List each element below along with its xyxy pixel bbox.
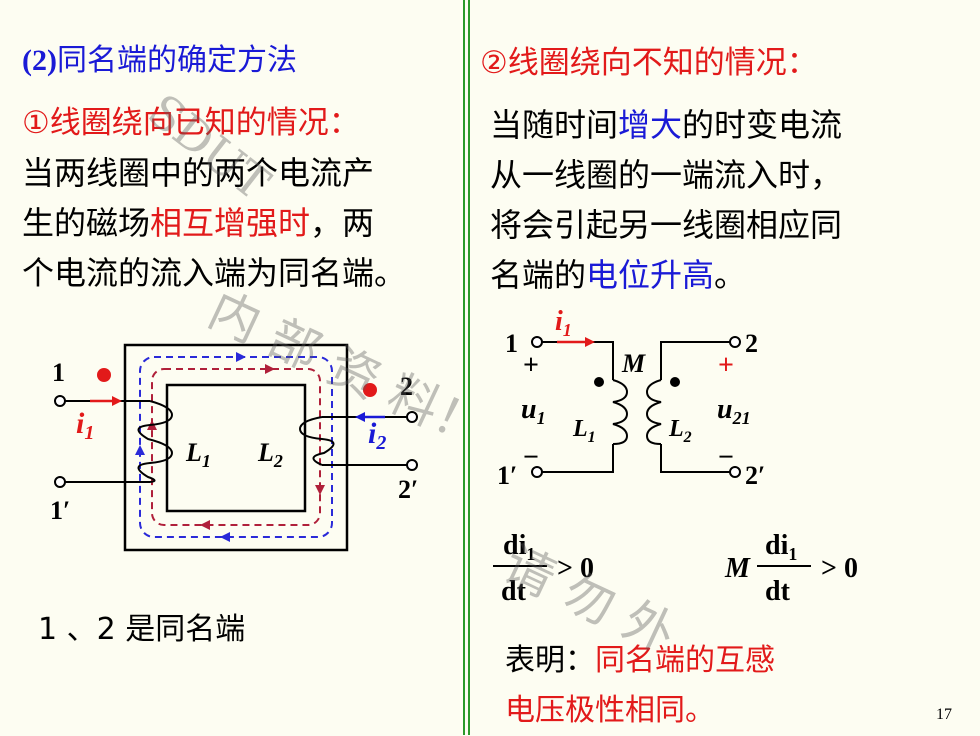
label-2p: 2′ xyxy=(398,475,418,504)
minus-u21: − xyxy=(718,442,734,473)
right-paragraph: 当随时间增大的时变电流 从一线圈的一端流入时， 将会引起另一线圈相应同 名端的电… xyxy=(490,100,842,300)
conclusion-line-2: 电压极性相同。 xyxy=(505,693,715,728)
caption: 1 、2 是同名端 xyxy=(38,612,246,647)
left-para-line-2: 生的磁场相互增强时，两 xyxy=(22,204,375,242)
coil-L1 xyxy=(137,400,174,483)
highlight-potential: 电位升高 xyxy=(586,256,715,294)
svg-text:di1: di1 xyxy=(503,530,535,564)
current-i1: i1 xyxy=(76,407,94,444)
coil-L2 xyxy=(645,379,662,445)
plus-u1: + xyxy=(523,350,539,381)
coil-L2 xyxy=(298,416,335,466)
current-i2: i2 xyxy=(368,417,386,454)
terminal-2 xyxy=(406,411,418,423)
svg-text:M: M xyxy=(724,553,751,584)
label-1: 1 xyxy=(52,358,65,387)
current-i1: i1 xyxy=(555,306,572,340)
page-number: 17 xyxy=(936,706,952,723)
voltage-u21: u21 xyxy=(717,394,751,428)
label-M: M xyxy=(621,349,646,378)
section-title: 同名端的确定方法 xyxy=(56,43,297,78)
terminal-1 xyxy=(531,336,543,348)
right-para-line-3: 将会引起另一线圈相应同 xyxy=(490,206,843,244)
transformer-core-diagram: 1 1′ 2 2′ i1 i2 L1 L2 xyxy=(50,343,418,552)
terminal-1p xyxy=(54,476,66,488)
left-paragraph: 当两线圈中的两个电流产 生的磁场相互增强时，两 个电流的流入端为同名端。 xyxy=(22,148,406,298)
right-para-line-1: 当随时间增大的时变电流 xyxy=(490,106,843,144)
conclusion-line-1: 同名端的互感 xyxy=(595,643,775,678)
right-para-line-4: 名端的电位升高。 xyxy=(490,256,747,294)
core-inner xyxy=(165,383,307,513)
dot-marker-2 xyxy=(670,377,680,387)
svg-text:> 0: > 0 xyxy=(821,553,858,584)
core-outer xyxy=(123,343,349,552)
coupled-inductor-diagram: 1 1′ 2 2′ i1 M + + − − u1 u21 L1 L2 xyxy=(497,306,765,490)
right-para-line-2: 从一线圈的一端流入时， xyxy=(490,156,843,194)
label-L1: L1 xyxy=(572,416,596,446)
label-L1: L1 xyxy=(185,438,211,471)
label-2: 2 xyxy=(400,372,413,401)
formula-area: di1 dt > 0 M di1 dt > 0 xyxy=(493,530,858,607)
minus-u1: − xyxy=(523,442,539,473)
left-para-line-1: 当两线圈中的两个电流产 xyxy=(22,154,375,192)
section-number: (2) xyxy=(22,44,57,77)
formula-2: M di1 dt > 0 xyxy=(724,530,858,607)
terminal-2 xyxy=(729,336,741,348)
dot-marker-1 xyxy=(594,377,604,387)
plus-u21: + xyxy=(718,350,734,381)
section-heading: (2)同名端的确定方法 xyxy=(22,42,297,80)
left-para-line-3: 个电流的流入端为同名端。 xyxy=(22,254,407,292)
label-1: 1 xyxy=(505,329,518,358)
svg-text:> 0: > 0 xyxy=(557,553,594,584)
highlight-text: 相互增强时 xyxy=(150,204,311,242)
svg-text:di1: di1 xyxy=(765,530,797,564)
conclusion-label: 表明： xyxy=(505,643,595,678)
case2-title: ②线圈绕向不知的情况： xyxy=(480,45,818,81)
conclusion: 表明：同名端的互感 电压极性相同。 xyxy=(505,636,775,736)
terminal-1 xyxy=(54,395,66,407)
coil-L1 xyxy=(612,379,629,445)
label-1p: 1′ xyxy=(497,461,517,490)
voltage-u1: u1 xyxy=(521,394,546,428)
dot-marker-2 xyxy=(363,383,377,397)
svg-text:dt: dt xyxy=(501,576,527,607)
column-divider xyxy=(463,0,465,735)
dot-marker-1 xyxy=(97,368,111,382)
case1-title: ①线圈绕向已知的情况： xyxy=(22,105,360,141)
label-L2: L2 xyxy=(668,416,692,446)
svg-text:dt: dt xyxy=(765,576,791,607)
label-2p: 2′ xyxy=(745,461,765,490)
highlight-increase: 增大 xyxy=(618,106,683,144)
formula-1: di1 dt > 0 xyxy=(493,530,594,607)
label-2: 2 xyxy=(745,329,758,358)
terminal-2p xyxy=(406,459,418,471)
flux-path-red xyxy=(151,368,321,526)
label-1p: 1′ xyxy=(50,496,70,525)
column-divider-2 xyxy=(468,0,470,735)
label-L2: L2 xyxy=(257,438,283,471)
